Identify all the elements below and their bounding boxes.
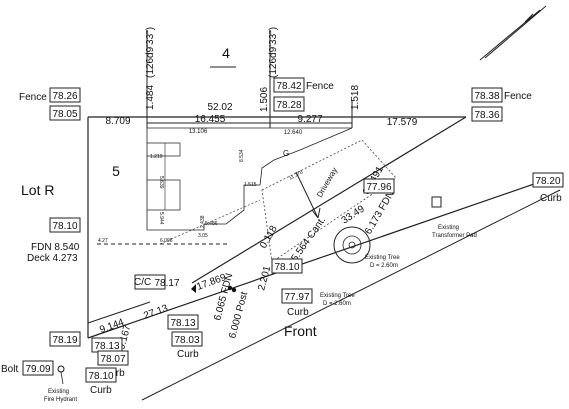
dim-11-278: 11.278 (288, 169, 304, 181)
tree1-label-2: D = 2.60m (370, 263, 398, 269)
dim-5-944: 5.944 (158, 212, 164, 225)
dim-13-106: 13.106 (189, 129, 208, 135)
elev-77-97: 77.97 (284, 292, 309, 303)
elev-79-09: 79.09 (25, 364, 50, 375)
post-label: 6.000 Post (227, 291, 250, 340)
marker-triangle (191, 284, 196, 293)
elev-78-03: 78.03 (174, 335, 199, 346)
g-mark: G (283, 149, 289, 158)
tree1-label-1: Existing Tree (365, 255, 400, 261)
dim-0-118: 0.118 (258, 224, 280, 251)
dim-1-219: 1.219 (150, 154, 163, 160)
dim-27-13: 27.13 (142, 303, 170, 322)
dim-1-515: 1.515 (244, 182, 257, 188)
existing-tree-large (333, 226, 371, 264)
elev-78-26: 78.26 (52, 91, 77, 102)
dim-5-486: 5.486 (205, 221, 218, 227)
tree2-label-1: Existing Tree (320, 293, 355, 299)
dim-8-709: 8.709 (105, 116, 130, 127)
deck-label: Deck 4.273 (27, 253, 78, 264)
elev-78-38: 78.38 (474, 91, 499, 102)
dim-2-438: 2.438 (200, 215, 206, 228)
hydrant-label-2: Fire Hydrant (44, 397, 77, 403)
fence-label-mid: Fence (306, 81, 334, 92)
driveway-area (261, 139, 397, 263)
tree2-label-2: D = 2.60m (323, 301, 351, 307)
elev-78-07: 78.07 (100, 354, 125, 365)
dim-4-27: 4.27 (98, 238, 108, 244)
north-arrow-sketch (479, 5, 547, 61)
property-boundary (87, 116, 561, 401)
dim-5-639: 5.639 (158, 176, 164, 189)
transformer-pad (431, 196, 442, 208)
fence-label-right: Fence (504, 91, 532, 102)
curb-c: Curb (90, 385, 112, 396)
dim-1-506: 1.506 (259, 87, 270, 112)
driveway-label: Driveway (315, 166, 339, 199)
elev-78-10-left: 78.10 (52, 221, 77, 232)
elev-78-05: 78.05 (52, 109, 77, 120)
fence-label-left: Fence (19, 92, 47, 103)
curb-right: Curb (540, 193, 562, 204)
elev-77-96: 77.96 (366, 182, 391, 193)
dim-52-02: 52.02 (207, 102, 232, 113)
bolt-label: Bolt (1, 364, 18, 375)
post-dots (227, 285, 237, 293)
dim-1-484: 1.484 (145, 85, 156, 110)
cant-label: 5.564 Cant. (289, 215, 328, 264)
fire-hydrant-icon (57, 365, 65, 385)
dim-12-640: 12.640 (284, 130, 303, 136)
elev-78-10-bottom: 78.10 (88, 371, 113, 382)
elev-78-20: 78.20 (535, 176, 560, 187)
transformer-label-1: Existing (438, 225, 459, 231)
lot-5: 5 (112, 163, 120, 179)
elev-78-28: 78.28 (276, 100, 301, 111)
dim-8-534: 8.534 (239, 149, 245, 162)
fdn-6-173: 6.173 FDN (363, 189, 397, 236)
front-label: Front (284, 323, 317, 339)
lot-number-4: 4 (222, 45, 230, 61)
lot-lines-top (146, 30, 353, 129)
elev-78-19: 78.19 (52, 335, 77, 346)
elev-78-13-a: 78.13 (94, 341, 119, 352)
elev-78-36: 78.36 (474, 110, 499, 121)
dim-33-49: 33.49 (340, 203, 367, 226)
dim-3-05: 3.05 (198, 233, 208, 239)
dim-9-277: 9.277 (297, 114, 322, 125)
elev-78-13-b: 78.13 (170, 318, 195, 329)
elev-78-10-tree: 78.10 (274, 262, 299, 273)
dim-1-518: 1.518 (350, 85, 361, 110)
dim-17-579: 17.579 (387, 117, 418, 128)
elev-78-42: 78.42 (276, 81, 301, 92)
cc-label: C/C (134, 277, 151, 288)
bearing-right: (126d9'33") (268, 27, 279, 78)
lot-r-label: Lot R (21, 182, 54, 198)
curb-mid: Curb (287, 307, 309, 318)
curb-a: Curb (177, 349, 199, 360)
dim-6-096: 6.096 (160, 238, 173, 244)
dim-16-455: 16.455 (195, 114, 226, 125)
hydrant-label-1: Existing (48, 389, 69, 395)
house-footprint (97, 127, 353, 245)
dim-2-201: 2.201 (256, 264, 273, 291)
elev-78-17: 78.17 (154, 278, 179, 289)
transformer-label-2: Transformer Pad (432, 233, 477, 239)
bearing-left: (126d9'33") (145, 27, 156, 78)
fdn-label: FDN 8.540 (31, 242, 80, 253)
